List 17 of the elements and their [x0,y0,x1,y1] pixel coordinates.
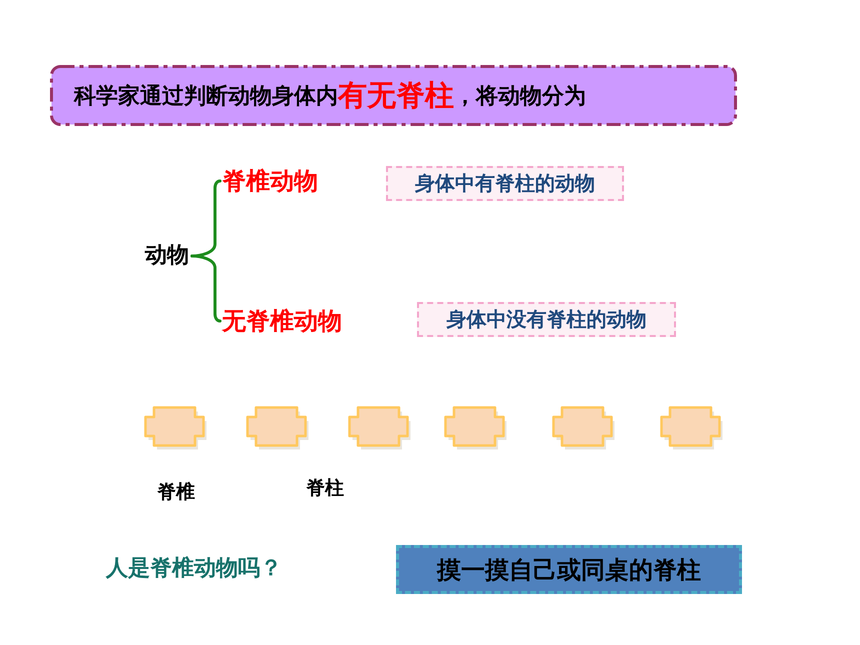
vertebra-icon [552,406,616,452]
term-label: 脊柱 [306,476,344,501]
term-label: 脊椎 [157,480,195,505]
heading-banner: 科学家通过判断动物身体内有无脊柱，将动物分为 [50,65,737,126]
brace-arm [190,254,222,322]
vertebra-icon [660,406,724,452]
category-label: 动物 [143,240,191,272]
class-label: 脊椎动物 [222,164,318,198]
question-text: 人是脊椎动物吗？ [106,555,282,583]
vertebra-icon [348,406,412,452]
class-label: 无脊椎动物 [222,304,342,338]
vertebra-icon [246,406,310,452]
vertebra-icon [444,406,508,452]
definition-box: 身体中有脊柱的动物 [386,166,624,201]
definition-box: 身体中没有脊柱的动物 [417,302,676,337]
task-box: 摸一摸自己或同桌的脊柱 [396,545,742,594]
vertebra-icon [144,406,208,452]
